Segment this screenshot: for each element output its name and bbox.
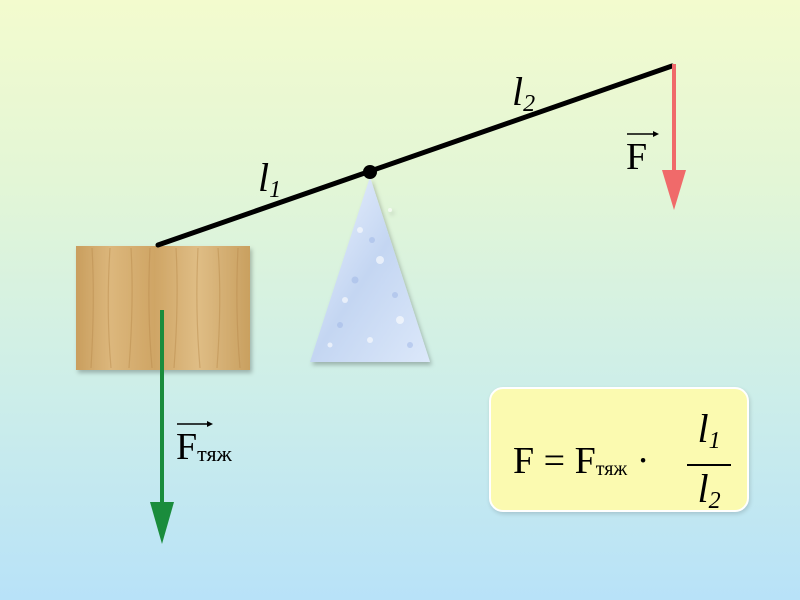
lever-arm-1-label: l1 (258, 155, 282, 203)
fraction-bar (687, 464, 731, 466)
formula-expression: F = Fтяж · (513, 440, 650, 482)
pivot-point (363, 165, 377, 179)
gravity-force-arrow (150, 310, 174, 544)
vector-arrow-icon (627, 131, 659, 137)
wooden-block (76, 246, 250, 370)
applied-force-label: F (626, 131, 659, 176)
vector-arrow-icon (177, 421, 213, 427)
formula-fraction: l1 l2 (687, 409, 731, 521)
fraction-denominator: l2 (697, 466, 721, 515)
lever-arm-2-label: l2 (512, 69, 536, 117)
lever-bar (155, 63, 675, 248)
fulcrum-triangle (310, 177, 430, 362)
applied-force-arrow (662, 64, 686, 210)
fraction-numerator: l1 (697, 406, 721, 455)
formula-box: F = Fтяж · l1 l2 (489, 387, 749, 514)
gravity-force-label: Fтяж (176, 421, 232, 466)
